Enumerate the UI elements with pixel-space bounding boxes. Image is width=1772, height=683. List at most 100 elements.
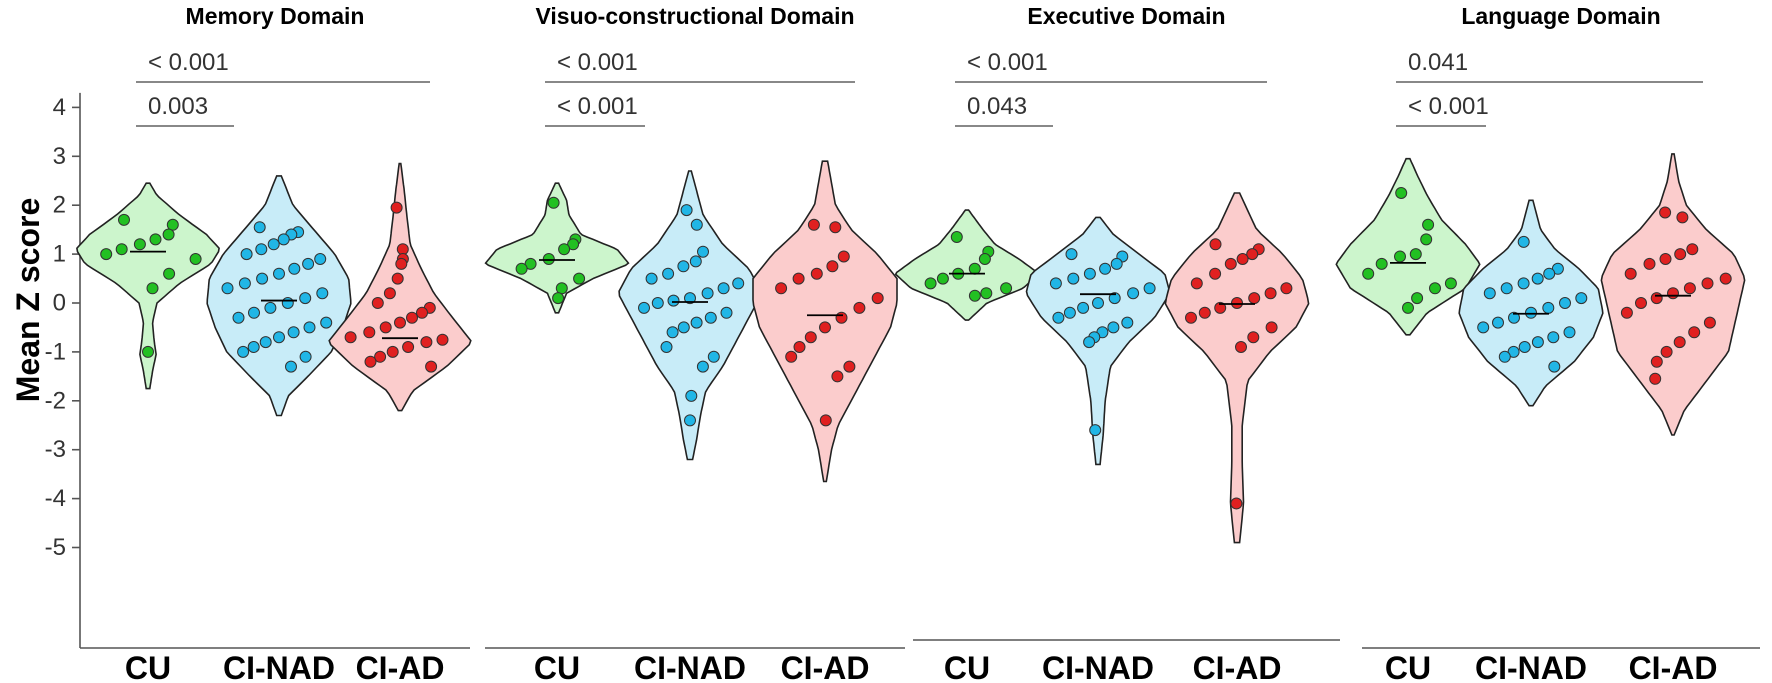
data-point <box>1209 238 1222 251</box>
data-point <box>1248 292 1261 305</box>
data-point <box>1110 257 1123 270</box>
data-point <box>807 218 820 231</box>
data-point <box>1000 282 1013 295</box>
data-point <box>1525 306 1537 319</box>
data-point <box>115 243 128 256</box>
y-tick-label: -4 <box>45 485 66 512</box>
data-point <box>1518 341 1531 353</box>
data-point <box>299 350 312 363</box>
p-value-label: < 0.001 <box>967 49 1048 76</box>
data-point <box>1214 301 1227 314</box>
data-point <box>1531 272 1544 285</box>
y-tick-label: 3 <box>53 143 66 170</box>
data-point <box>1108 292 1121 305</box>
data-point <box>524 257 537 270</box>
data-point <box>1375 257 1388 270</box>
data-point <box>314 253 327 265</box>
violin-group <box>894 209 1040 321</box>
data-point <box>690 218 703 231</box>
data-point <box>402 341 415 353</box>
data-point <box>162 228 175 241</box>
data-point <box>142 345 154 358</box>
data-point <box>420 336 433 349</box>
data-point <box>547 196 560 209</box>
y-tick-label: 0 <box>53 290 66 317</box>
data-point <box>677 260 690 273</box>
data-point <box>1548 360 1561 373</box>
violin-shape <box>1458 199 1604 407</box>
data-point <box>843 360 856 373</box>
data-point <box>1659 206 1672 219</box>
x-tick-label: CU <box>944 650 990 683</box>
x-tick-label: CI-NAD <box>223 650 335 683</box>
x-tick-label: CI-NAD <box>634 650 746 683</box>
data-point <box>1517 235 1530 248</box>
data-point <box>255 243 268 256</box>
data-point <box>1649 372 1662 385</box>
data-point <box>1683 282 1696 295</box>
data-point <box>950 231 963 243</box>
data-point <box>542 253 555 265</box>
data-point <box>1531 336 1544 349</box>
p-value-label: 0.043 <box>967 93 1027 120</box>
data-point <box>690 316 703 329</box>
data-point <box>189 253 202 265</box>
y-axis-label: Mean Z score <box>10 198 46 403</box>
violin-group <box>76 182 220 390</box>
data-point <box>819 321 831 334</box>
p-value-label: 0.041 <box>1408 49 1468 76</box>
violin-group <box>1600 153 1746 436</box>
data-point <box>1660 345 1673 358</box>
data-point <box>1247 331 1260 344</box>
data-point <box>1492 316 1504 329</box>
data-point <box>390 201 403 214</box>
data-point <box>837 250 850 263</box>
data-point <box>1402 301 1414 314</box>
data-point <box>371 297 384 309</box>
p-value-label: < 0.001 <box>1408 93 1489 120</box>
data-point <box>1676 211 1689 224</box>
data-point <box>232 311 245 324</box>
data-point <box>968 289 981 302</box>
data-point <box>1429 282 1441 295</box>
data-point <box>1235 341 1247 353</box>
data-point <box>792 272 805 285</box>
data-point <box>978 253 991 265</box>
data-point <box>1517 277 1530 290</box>
data-point <box>1394 250 1406 263</box>
data-point <box>684 414 696 427</box>
violin-shape <box>752 160 898 483</box>
data-point <box>819 414 832 427</box>
data-point <box>1143 282 1156 295</box>
data-point <box>273 267 285 280</box>
data-point <box>680 204 693 217</box>
x-tick-label: CI-AD <box>356 650 445 683</box>
data-point <box>1444 277 1457 290</box>
data-point <box>567 238 580 251</box>
data-point <box>259 336 272 349</box>
data-point <box>853 301 866 314</box>
data-point <box>1659 253 1672 265</box>
data-point <box>1542 301 1555 314</box>
data-point <box>1575 292 1588 305</box>
data-point <box>662 267 675 280</box>
data-point <box>1483 287 1496 300</box>
data-point <box>1127 287 1140 300</box>
data-point <box>118 213 130 226</box>
data-point <box>1065 248 1078 261</box>
data-point <box>316 287 329 300</box>
data-point <box>287 326 300 339</box>
data-point <box>406 311 418 324</box>
data-point <box>238 277 251 290</box>
violin-shape <box>484 182 630 314</box>
data-point <box>804 331 817 344</box>
data-point <box>552 292 565 305</box>
data-point <box>1500 282 1513 295</box>
data-point <box>302 257 315 270</box>
data-point <box>1547 331 1560 344</box>
data-point <box>638 301 650 314</box>
data-point <box>785 350 798 363</box>
